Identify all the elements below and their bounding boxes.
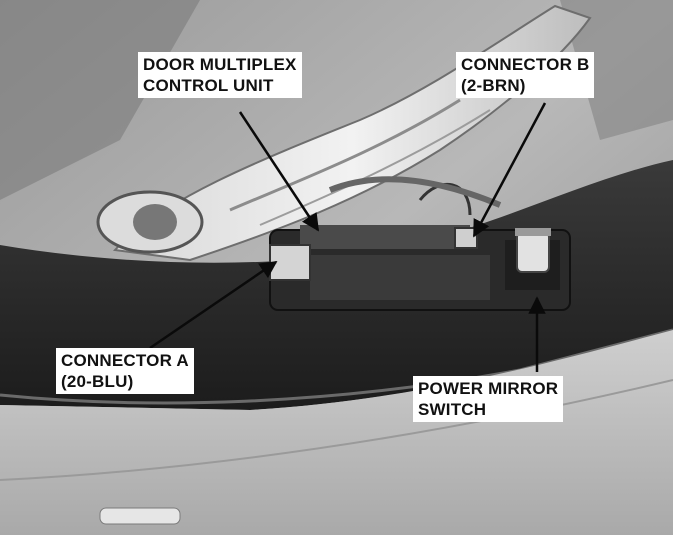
door-multiplex-line1: DOOR MULTIPLEX xyxy=(143,55,297,74)
connector-a-arrow xyxy=(149,260,278,350)
wire-loop xyxy=(418,182,472,216)
sleeve-fold-2 xyxy=(259,109,491,226)
connector-a-callout: CONNECTOR A (20-BLU) xyxy=(56,348,194,394)
connector-b-line1: CONNECTOR B xyxy=(461,55,590,74)
upper-right-shade xyxy=(560,0,673,140)
power-mirror-callout: POWER MIRROR SWITCH xyxy=(413,376,564,422)
control-unit-face xyxy=(310,255,490,300)
mirror-knob xyxy=(516,231,550,273)
connector-a-line1: CONNECTOR A xyxy=(61,351,189,370)
grommet-inner xyxy=(133,204,177,240)
control-unit-top xyxy=(300,225,470,249)
door-multiplex-callout: DOOR MULTIPLEX CONTROL UNIT xyxy=(138,52,302,98)
mirror-knob-cap xyxy=(515,228,551,236)
connector-b-arrow xyxy=(472,102,547,238)
lower-panel-line xyxy=(0,379,673,481)
sleeve-fold xyxy=(229,98,461,212)
connector-b-line2: (2-BRN) xyxy=(461,76,526,95)
courtesy-light xyxy=(99,507,181,525)
connector-a-line2: (20-BLU) xyxy=(61,372,134,391)
power-mirror-line2: SWITCH xyxy=(418,400,487,419)
door-multiplex-line2: CONTROL UNIT xyxy=(143,76,274,95)
wire-run xyxy=(328,176,502,208)
connector-b-callout: CONNECTOR B (2-BRN) xyxy=(456,52,595,98)
connector-b-body xyxy=(454,227,478,249)
panel-shadow xyxy=(0,0,200,200)
door-multiplex-arrow xyxy=(238,111,320,232)
power-mirror-line1: POWER MIRROR xyxy=(418,379,559,398)
